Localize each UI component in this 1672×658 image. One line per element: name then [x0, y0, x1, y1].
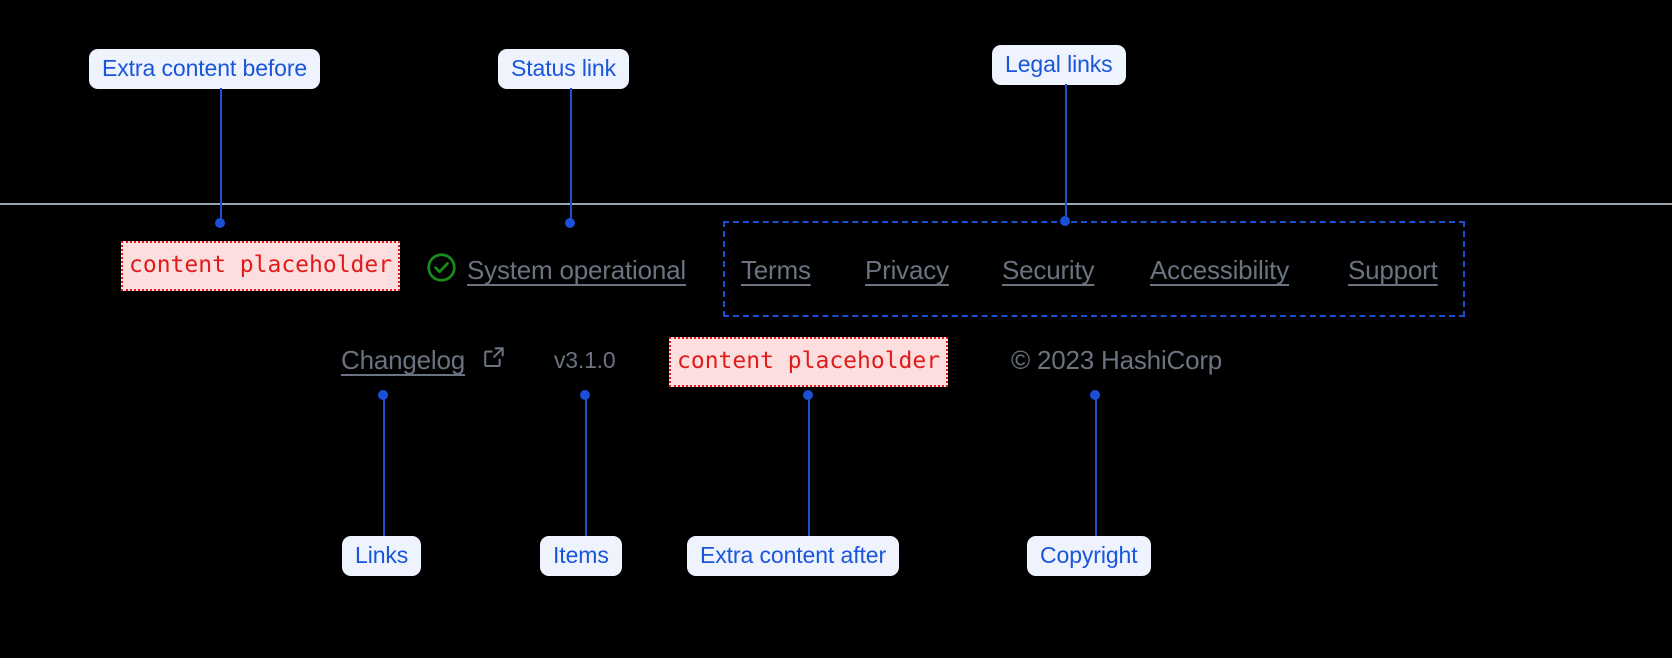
- leader-line-status-link: [570, 88, 572, 224]
- callout-copyright: Copyright: [1027, 536, 1151, 577]
- status-link[interactable]: System operational: [467, 255, 686, 285]
- callout-extra-content-before: Extra content before: [89, 49, 321, 90]
- leader-line-copyright: [1095, 396, 1097, 536]
- copyright-text: © 2023 HashiCorp: [1011, 345, 1223, 375]
- leader-line-extra-content-before: [220, 88, 222, 224]
- legal-link-support[interactable]: Support: [1348, 255, 1438, 285]
- leader-dot-extra-content-before: [215, 218, 225, 228]
- legal-link-privacy[interactable]: Privacy: [865, 255, 949, 285]
- callout-status-link: Status link: [498, 49, 630, 90]
- callout-legal-links: Legal links: [992, 45, 1126, 86]
- extra-content-after-placeholder: content placeholder: [669, 337, 949, 387]
- leader-line-legal-links: [1065, 84, 1067, 222]
- check-circle-icon: [425, 251, 458, 289]
- leader-dot-extra-content-after: [803, 390, 813, 400]
- leader-dot-status-link: [565, 218, 575, 228]
- version-text: v3.1.0: [554, 347, 616, 373]
- changelog-link[interactable]: Changelog: [341, 345, 465, 375]
- callout-items: Items: [540, 536, 622, 577]
- leader-dot-copyright: [1090, 390, 1100, 400]
- callout-links: Links: [342, 536, 422, 577]
- legal-link-accessibility[interactable]: Accessibility: [1150, 255, 1289, 285]
- leader-line-items: [585, 396, 587, 536]
- legal-link-security[interactable]: Security: [1002, 255, 1095, 285]
- leader-line-extra-content-after: [808, 396, 810, 536]
- external-link-icon[interactable]: [481, 344, 507, 375]
- callout-extra-content-after: Extra content after: [687, 536, 900, 577]
- legal-link-terms[interactable]: Terms: [741, 255, 811, 285]
- leader-line-links: [383, 396, 385, 536]
- footer-divider: [0, 203, 1672, 205]
- extra-content-before-placeholder: content placeholder: [121, 241, 401, 291]
- legal-links-group-box: [723, 221, 1465, 317]
- leader-dot-links: [378, 390, 388, 400]
- leader-dot-items: [580, 390, 590, 400]
